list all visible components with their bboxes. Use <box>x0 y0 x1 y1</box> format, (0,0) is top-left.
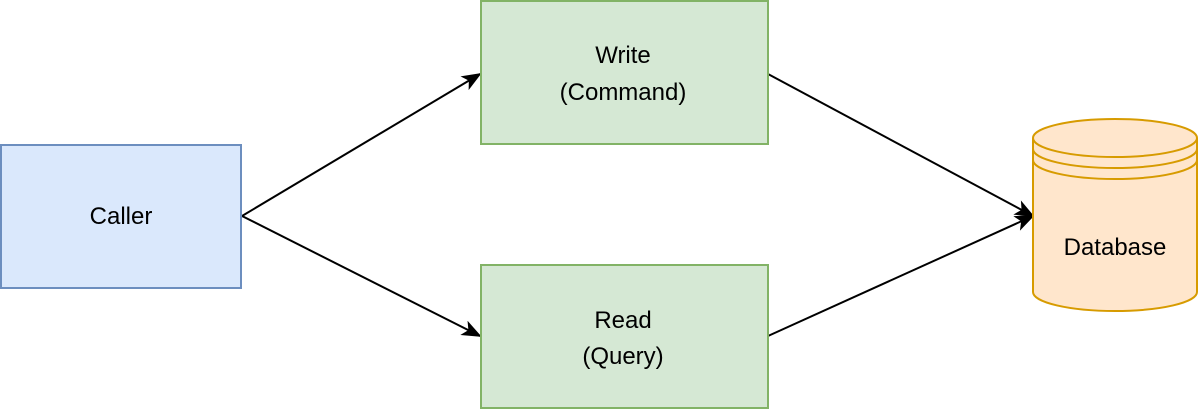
caller-node[interactable]: Caller <box>0 144 242 289</box>
read-query-node[interactable]: Read (Query) <box>480 264 769 409</box>
database-cylinder-top <box>1032 118 1198 158</box>
query-label: (Query) <box>582 343 663 370</box>
database-ring-1 <box>1032 148 1198 169</box>
caller-label: Caller <box>90 203 153 230</box>
edges <box>241 72 1035 337</box>
database-node[interactable]: Database <box>1032 118 1198 312</box>
database-label: Database <box>1064 234 1167 261</box>
edge-caller-to-read <box>241 215 482 337</box>
write-command-node[interactable]: Write (Command) <box>480 0 769 145</box>
edge-write-to-database <box>767 73 1035 217</box>
caller-box <box>0 144 242 289</box>
read-query-box <box>480 264 769 409</box>
write-command-box <box>480 0 769 145</box>
command-label: (Command) <box>560 79 687 106</box>
read-label: Read <box>594 307 651 334</box>
database-ring-2 <box>1032 159 1198 180</box>
edge-caller-to-write <box>241 72 482 217</box>
write-label: Write <box>595 42 651 69</box>
edge-read-to-database <box>767 215 1035 337</box>
database-cylinder-body <box>1032 138 1198 312</box>
